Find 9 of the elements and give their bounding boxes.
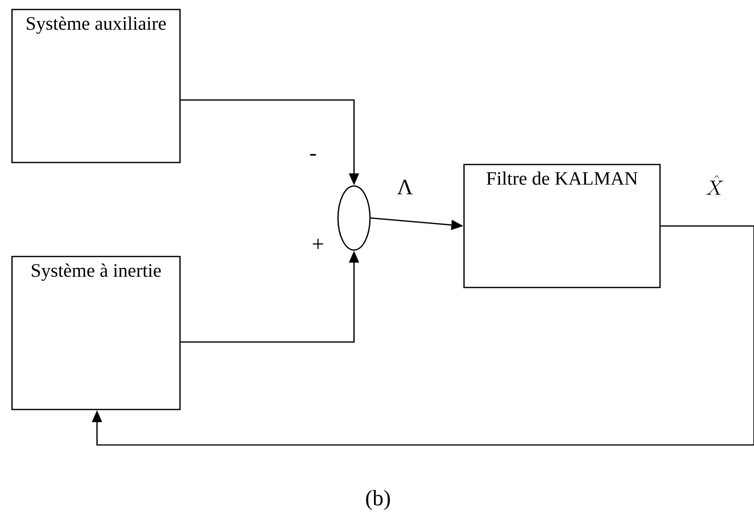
edge-label: Λ <box>396 178 414 196</box>
caption: (b) <box>366 490 390 510</box>
process-box: Filtre de KALMAN <box>463 164 661 288</box>
sign-label: + <box>310 238 326 252</box>
summing-junction <box>337 185 371 251</box>
process-box: Système à inertie <box>11 256 181 410</box>
sign-label: - <box>308 153 318 161</box>
process-box: Système auxiliaire <box>11 8 181 164</box>
edge-label: $\hat{X}$ <box>704 174 726 196</box>
